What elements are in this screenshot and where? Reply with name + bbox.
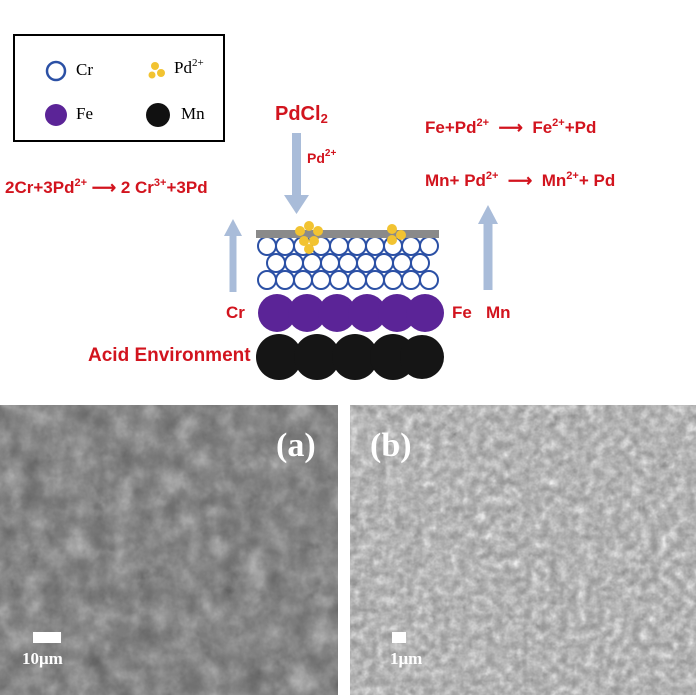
cr-side-label: Cr	[226, 303, 245, 322]
scale-bar-a	[33, 632, 61, 643]
fe-layer	[258, 294, 444, 332]
sem-texture-b	[350, 405, 696, 695]
layer-diagram	[224, 133, 498, 380]
panel-b-label: (b)	[370, 427, 412, 464]
scale-label-a: 10μm	[22, 649, 63, 668]
legend-fe-symbol	[45, 104, 67, 126]
mn-layer	[256, 334, 444, 380]
acid-environment-label: Acid Environment	[88, 345, 251, 366]
legend-symbols	[45, 60, 170, 127]
right-reaction-equation-mn: Mn+ Pd2+ ⟶ Mn2++ Pd	[425, 170, 616, 191]
legend-pd-symbol	[148, 62, 165, 79]
scale-label-b: 1μm	[390, 649, 423, 668]
fe-mn-arrow-up	[478, 205, 498, 290]
sem-texture-a	[0, 405, 338, 695]
legend-cr-symbol	[45, 60, 67, 82]
panel-a-label: (a)	[276, 427, 316, 464]
sem-image-a: (a) 10μm	[0, 405, 338, 695]
legend-box: Cr Pd2+ Fe Mn	[13, 34, 225, 142]
pdcl2-label: PdCl2	[275, 103, 328, 126]
sem-image-b: (b) 1μm	[350, 405, 696, 695]
cr-arrow-up	[224, 219, 242, 292]
legend-mn-symbol	[146, 103, 170, 127]
cr-layer	[257, 236, 439, 290]
legend-fe-label: Fe	[76, 104, 93, 123]
pd-arrow-down	[284, 133, 309, 214]
legend-mn-label: Mn	[181, 104, 205, 123]
left-reaction-equation: 2Cr+3Pd2+ ⟶ 2 Cr3++3Pd	[5, 177, 208, 198]
right-reaction-equation-fe: Fe+Pd2+ ⟶ Fe2++Pd	[425, 117, 597, 138]
scale-bar-b	[392, 632, 406, 643]
pd-cluster-left	[295, 221, 323, 254]
legend-pd-label: Pd2+	[174, 57, 204, 78]
pd-cluster-right	[387, 224, 406, 245]
pd-layer	[256, 230, 439, 238]
fe-mn-side-label: Fe Mn	[452, 303, 511, 322]
legend-cr-label: Cr	[76, 60, 93, 79]
pd-ion-label: Pd2+	[307, 148, 337, 167]
